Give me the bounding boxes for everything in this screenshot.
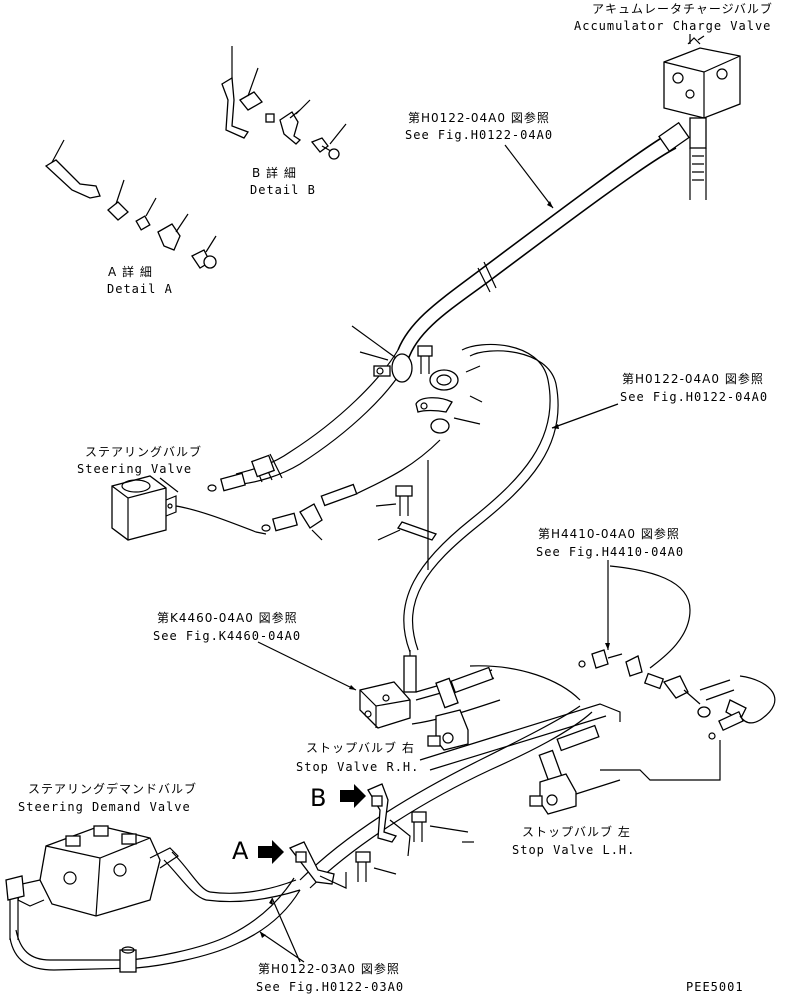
hose-clamp [373,353,413,383]
detail-a-parts [44,139,217,269]
accumulator-label-en: Accumulator Charge Valve [574,19,771,33]
steering-valve-label-en: Steering Valve [77,462,192,476]
arrow-a-icon [258,840,284,864]
clamp-hardware-upper [415,345,459,434]
ref-k4460-jp: 第K4460-04A0 図参照 [157,610,298,625]
steering-valve-label-jp: ステアリングバルブ [85,444,202,459]
steering-demand-label-en: Steering Demand Valve [18,800,191,814]
steering-fittings-lower [261,483,358,532]
bracket-bolts [355,811,474,882]
ref-h0122-03-en: See Fig.H0122-03A0 [256,980,404,994]
steering-valve [111,475,177,541]
arrow-b-icon [340,784,366,808]
lower-hose-routing [9,665,621,971]
stop-valve-lh-jp: ストップバルブ 左 [522,824,631,839]
upper-hose [235,121,690,485]
stop-valve-rh [427,666,494,751]
ref-h0122-03-jp: 第H0122-03A0 図参照 [258,961,400,976]
bracket-bolt-plate [395,460,438,570]
stop-valve-lh [529,724,600,815]
marker-b: B [310,784,326,812]
detail-b-label-en: Detail B [250,183,316,197]
stop-valve-lh-en: Stop Valve L.H. [512,843,635,857]
stop-valve-rh-jp: ストップバルブ 右 [306,740,415,755]
detail-a-label-en: Detail A [107,282,173,296]
accumulator-label-jp: アキュムレータチャージバルブ [592,1,773,16]
accumulator-charge-valve [663,35,741,200]
k4460-block [359,650,417,729]
detail-a-bracket [288,841,347,889]
steering-fittings-upper [207,454,276,492]
lower-hose-clamp [119,946,137,973]
ref-h0122-04-mid-en: See Fig.H0122-04A0 [620,390,768,404]
stop-valve-rh-en: Stop Valve R.H. [296,760,419,774]
steering-demand-valve [5,825,179,940]
detail-b-label-jp: B 詳 細 [252,165,297,180]
ref-h4410-jp: 第H4410-04A0 図参照 [538,526,680,541]
ref-h0122-04-mid-jp: 第H0122-04A0 図参照 [622,371,764,386]
detail-a-label-jp: A 詳 細 [108,264,153,279]
drawing-code: PEE5001 [686,980,744,994]
return-hose [403,343,559,653]
ref-k4460-en: See Fig.K4460-04A0 [153,629,301,643]
h4410-fittings [578,649,747,740]
detail-b-bracket [367,783,411,857]
ref-h4410-en: See Fig.H4410-04A0 [536,545,684,559]
ref-h0122-04-top-jp: 第H0122-04A0 図参照 [408,110,550,125]
detail-b-parts [221,46,347,160]
steering-demand-label-jp: ステアリングデマンドバルブ [28,781,197,796]
marker-a: A [232,837,249,865]
ref-h0122-04-top-en: See Fig.H0122-04A0 [405,128,553,142]
